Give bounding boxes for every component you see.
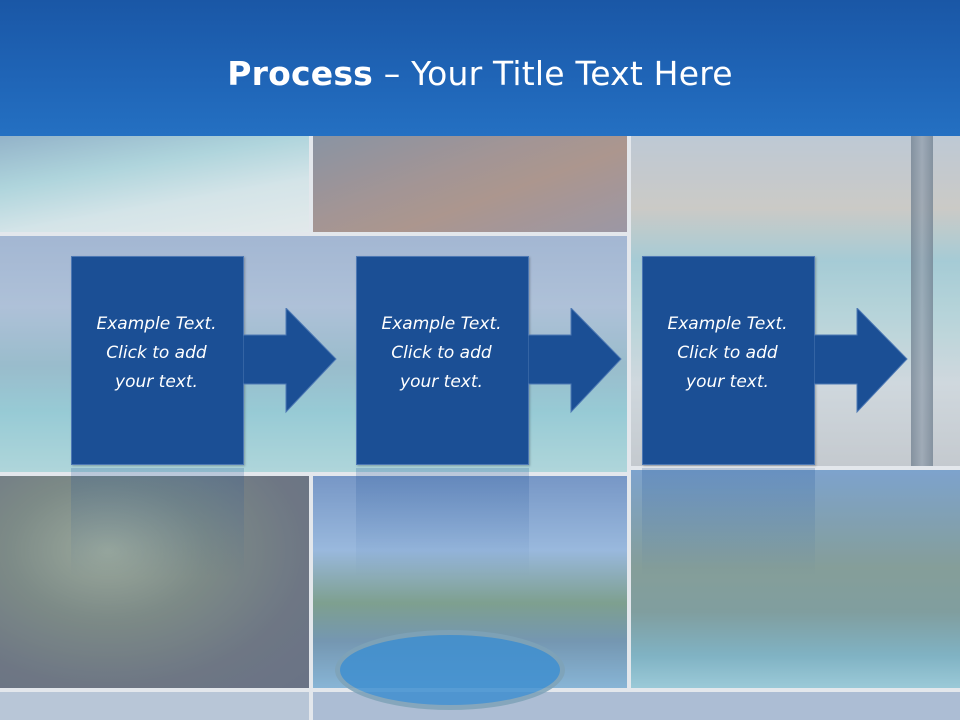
- arrow-right-icon: [814, 308, 908, 414]
- step-text: Example Text. Click to add your text.: [381, 314, 502, 392]
- process-step-1[interactable]: Example Text. Click to add your text.: [71, 256, 337, 465]
- step-reflection: [642, 468, 815, 578]
- title-bold: Process: [227, 54, 374, 93]
- step-reflection: [356, 468, 529, 578]
- step-text: Example Text. Click to add your text.: [667, 314, 788, 392]
- title-banner: [0, 0, 960, 136]
- beach-photo: [0, 136, 309, 232]
- title-rest: – Your Title Text Here: [373, 54, 733, 93]
- step-box: [642, 256, 815, 465]
- step-reflection: [71, 468, 244, 578]
- step-box: [71, 256, 244, 465]
- process-step-3[interactable]: Example Text. Click to add your text.: [642, 256, 908, 465]
- step-box: [356, 256, 529, 465]
- bottom-photo-left: [0, 692, 309, 720]
- slide-title[interactable]: Process – Your Title Text Here: [0, 54, 960, 93]
- arrow-right-icon: [243, 308, 337, 414]
- pool-shape: [335, 630, 565, 710]
- wooden-post: [911, 136, 933, 466]
- deck-photo: [313, 136, 627, 232]
- arrow-right-icon: [528, 308, 622, 414]
- resort-night-photo: [631, 470, 960, 688]
- night-dining-photo: [0, 476, 309, 688]
- process-step-2[interactable]: Example Text. Click to add your text.: [356, 256, 622, 465]
- step-text: Example Text. Click to add your text.: [96, 314, 217, 392]
